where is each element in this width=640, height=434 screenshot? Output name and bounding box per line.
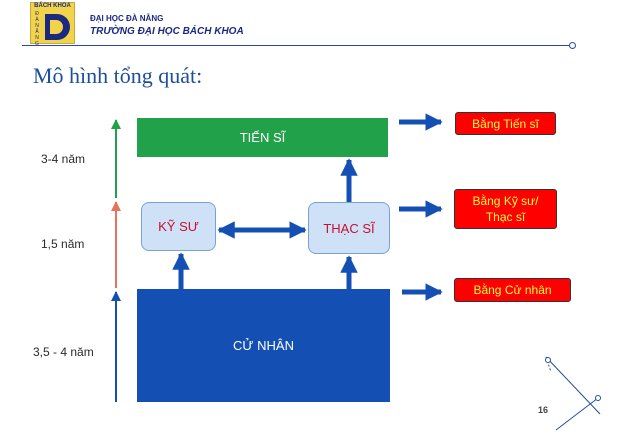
school-name: TRƯỜNG ĐẠI HỌC BÁCH KHOA <box>90 26 244 37</box>
duration-top: 3-4 năm <box>41 152 86 166</box>
header-divider-dot <box>569 42 576 49</box>
header-divider <box>22 45 572 46</box>
logo-letter: N <box>35 23 39 29</box>
logo-letters: Đ À N Ẵ N G <box>34 11 40 47</box>
tien-si-box: TIẾN SĨ <box>137 118 388 157</box>
award-ky-su-line2: Thạc sĩ <box>485 210 526 224</box>
award-ky-su: Bằng Kỹ sư/ Thạc sĩ <box>454 189 557 229</box>
logo-letter: G <box>35 41 39 47</box>
duration-middle: 1,5 năm <box>41 237 85 251</box>
logo-text: BÁCH KHOA <box>34 3 71 9</box>
logo-letter: N <box>35 35 39 41</box>
ky-su-box: KỸ SƯ <box>141 202 216 251</box>
logo-letter: Ẵ <box>35 29 39 35</box>
page-number: 16 <box>538 405 549 415</box>
slide-title: Mô hình tổng quát: <box>33 63 203 88</box>
award-ky-su-line1: Bằng Kỹ sư/ <box>472 194 539 208</box>
university-name: ĐẠI HỌC ĐÀ NẴNG <box>90 14 164 23</box>
thac-si-box: THẠC SĨ <box>308 202 390 254</box>
logo-letter: Đ <box>35 11 39 17</box>
award-cu-nhan: Bằng Cử nhân <box>454 278 571 302</box>
duration-bottom: 3,5 - 4 năm <box>33 345 94 359</box>
decorative-corner <box>545 356 601 431</box>
university-logo: BÁCH KHOA Đ À N Ẵ N G <box>30 2 75 47</box>
logo-emblem-icon <box>45 14 70 40</box>
cu-nhan-box: CỬ NHÂN <box>137 289 390 402</box>
logo-letter: À <box>35 17 39 23</box>
award-tien-si: Bằng Tiến sĩ <box>455 112 556 135</box>
